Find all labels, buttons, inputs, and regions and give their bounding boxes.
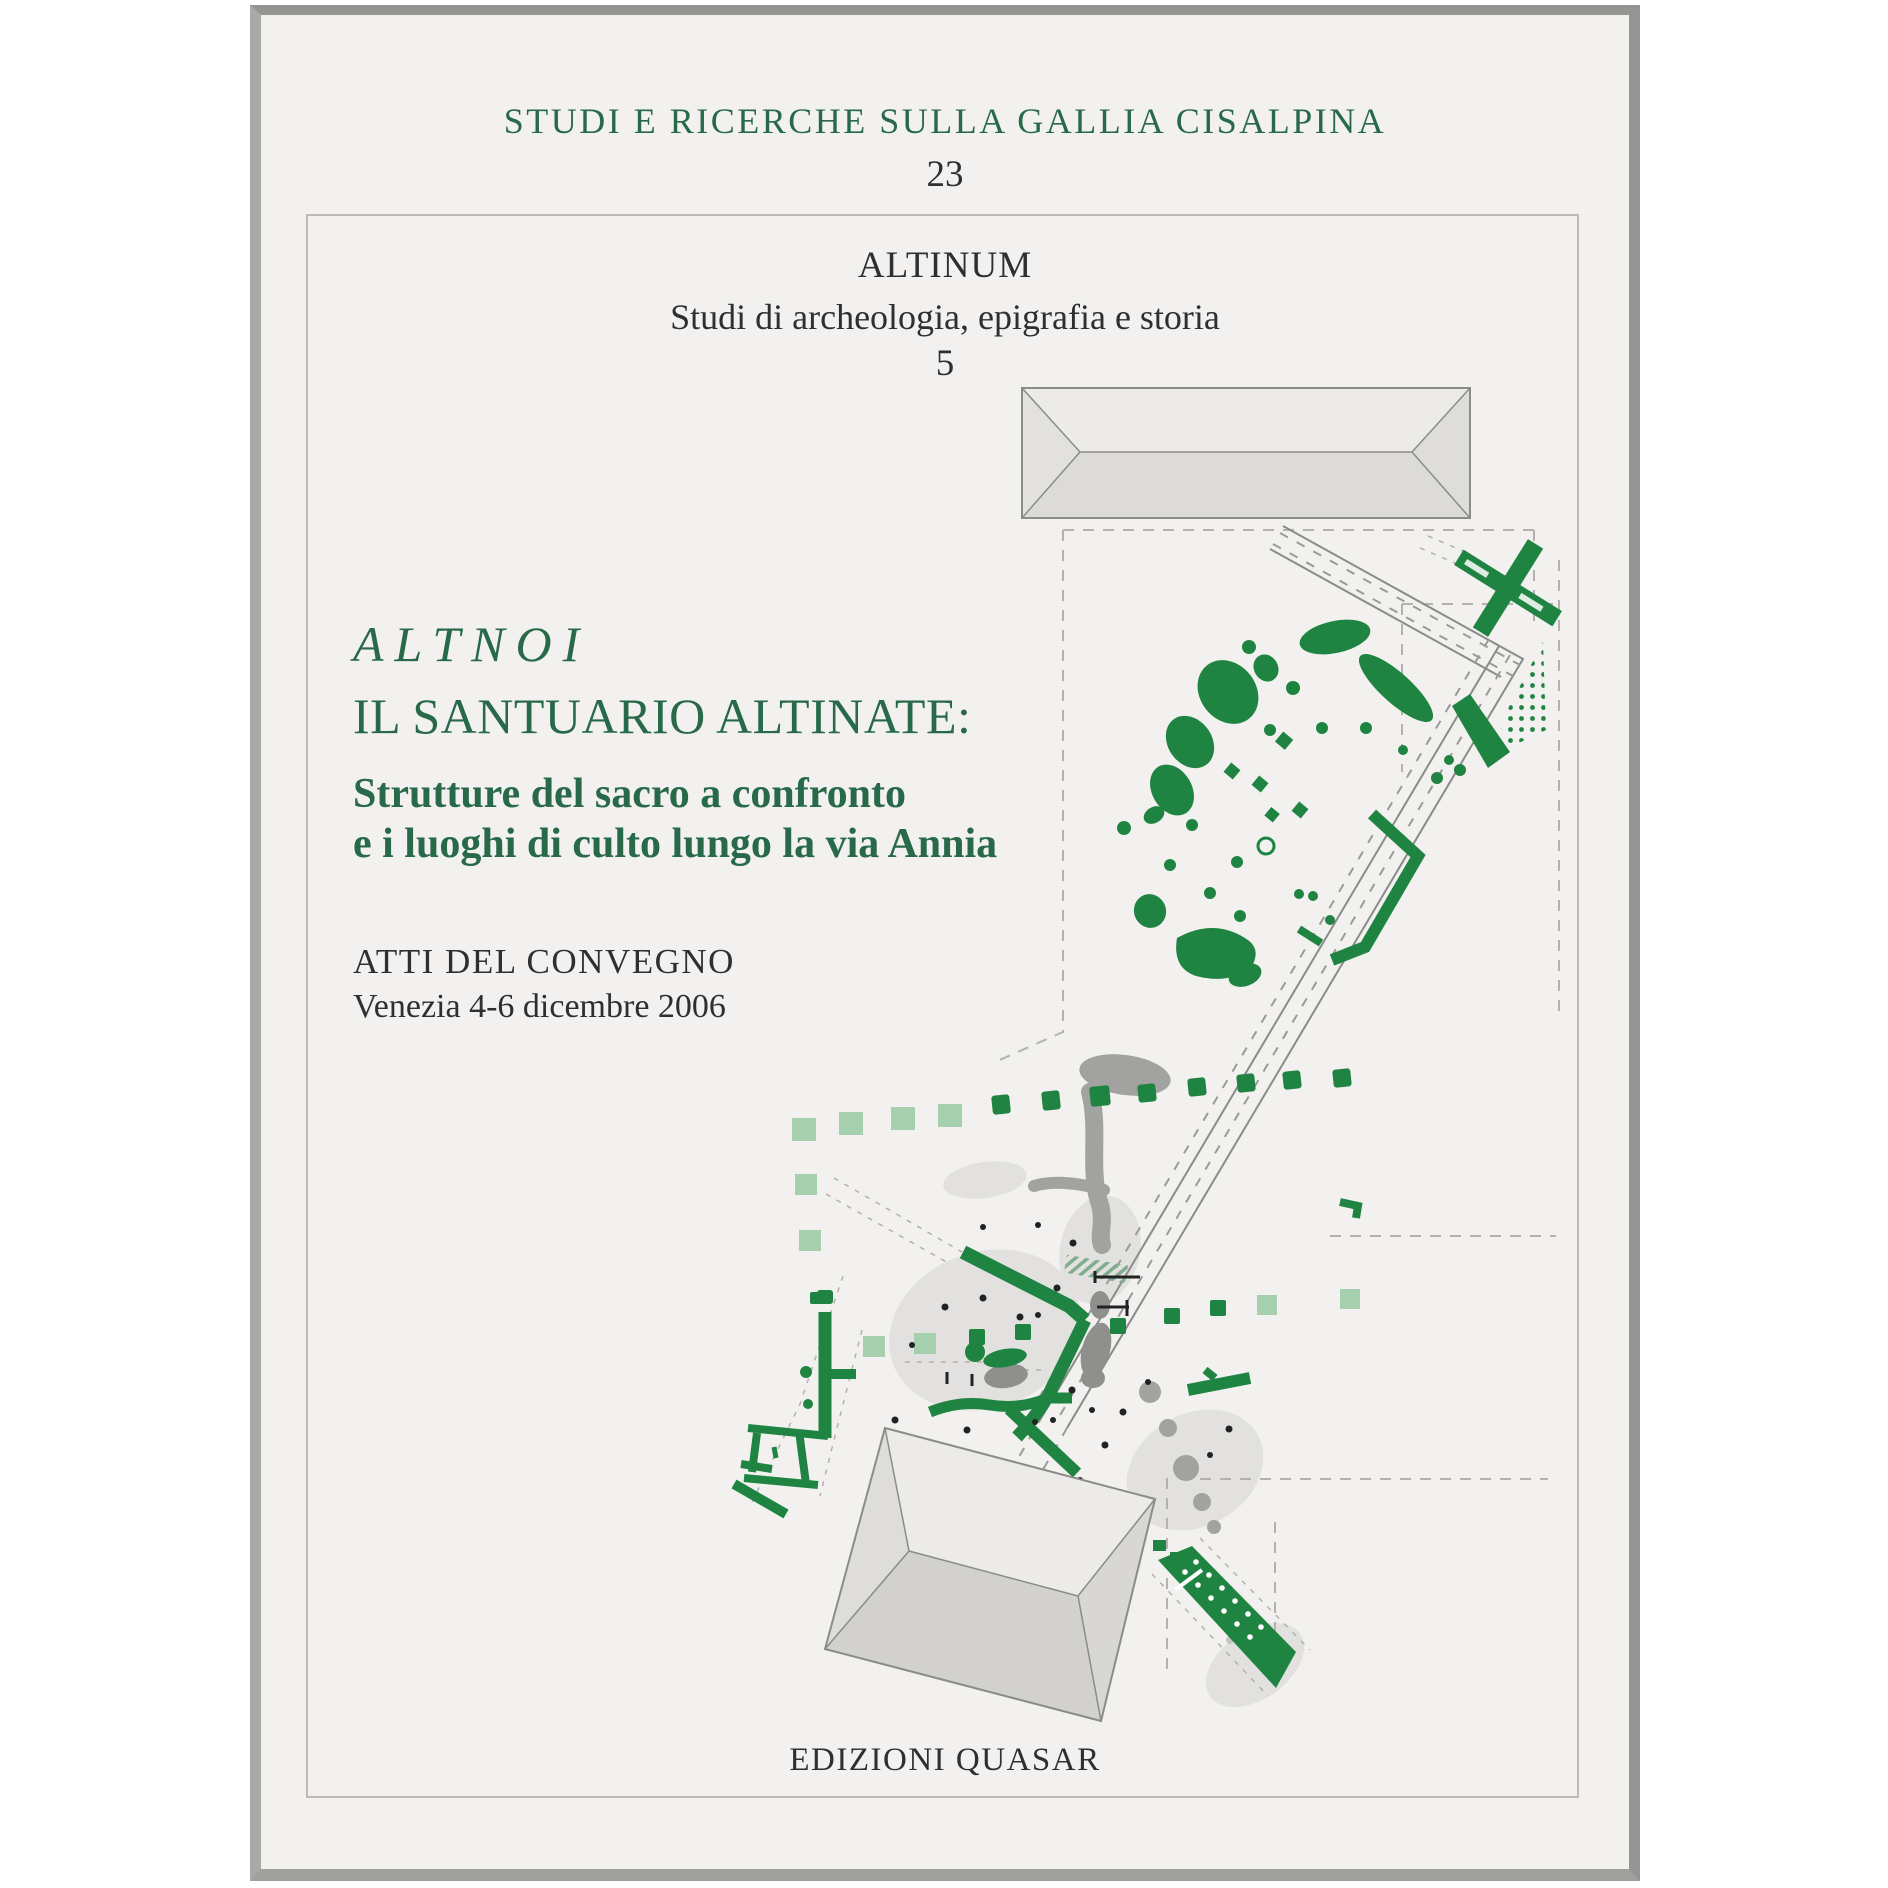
collection-subtitle: Studi di archeologia, epigrafia e storia [670, 297, 1220, 337]
conference-venue-date: Venezia 4-6 dicembre 2006 [353, 988, 726, 1025]
collection-name: ALTINUM [857, 245, 1033, 286]
title-main: IL SANTUARIO ALTINATE: [353, 688, 972, 744]
conference-label: ATTI DEL CONVEGNO [353, 942, 735, 981]
title-subtitle-line1: Strutture del sacro a confronto [353, 771, 906, 817]
title-ancient-name: ALTNOI [353, 616, 591, 672]
title-subtitle-line2: e i luoghi di culto lungo la via Annia [353, 821, 998, 867]
cover-frame [306, 214, 1579, 1798]
series-number: 23 [926, 154, 964, 195]
publisher-name: EDIZIONI QUASAR [789, 1742, 1101, 1778]
series-title: STUDI E RICERCHE SULLA GALLIA CISALPINA [503, 101, 1387, 141]
collection-number: 5 [935, 343, 955, 384]
book-cover: STUDI E RICERCHE SULLA GALLIA CISALPINA … [250, 5, 1640, 1881]
